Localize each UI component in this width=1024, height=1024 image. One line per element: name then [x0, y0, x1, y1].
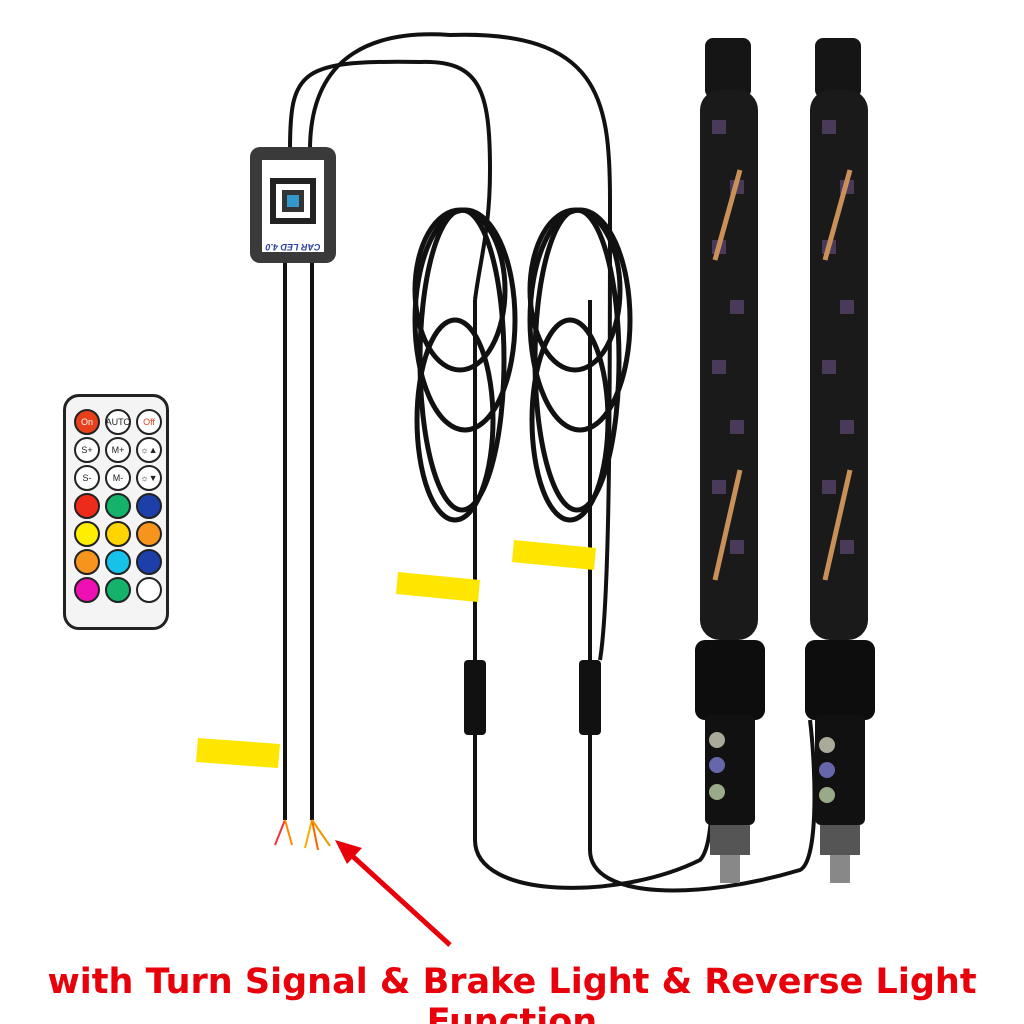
controller-label-text: CAR LED 4.0 — [265, 242, 320, 252]
remote-button: On — [74, 409, 100, 435]
remote-button — [136, 577, 162, 603]
lead-2 — [588, 719, 817, 893]
remote-button — [105, 549, 131, 575]
remote-button — [136, 521, 162, 547]
remote-button: M+ — [105, 437, 131, 463]
stripped-wire-ends — [274, 819, 331, 851]
remote-button: M- — [105, 465, 131, 491]
wires — [283, 32, 817, 893]
controller-box: CAR LED 4.0 — [250, 147, 336, 263]
remote-button: ☼▼ — [136, 465, 162, 491]
remote-button — [74, 493, 100, 519]
remote-button: AUTO — [105, 409, 131, 435]
remote-button — [74, 521, 100, 547]
remote-button — [105, 493, 131, 519]
led-whip-2 — [805, 38, 875, 883]
coiled-cables — [412, 207, 633, 523]
tags — [196, 540, 596, 768]
caption: with Turn Signal & Brake Light & Reverse… — [47, 962, 977, 1024]
connectors — [464, 660, 601, 735]
remote-button — [105, 577, 131, 603]
remote-button: ☼▲ — [136, 437, 162, 463]
remote-button — [105, 521, 131, 547]
wire-right-loop — [308, 32, 613, 661]
red-arrow — [335, 840, 452, 947]
remote-button — [136, 549, 162, 575]
remote-button — [136, 493, 162, 519]
remote-button — [74, 549, 100, 575]
remote-button: S+ — [74, 437, 100, 463]
led-whip-1 — [695, 38, 765, 883]
remote-button — [74, 577, 100, 603]
remote-button: Off — [136, 409, 162, 435]
remote-button: S- — [74, 465, 100, 491]
